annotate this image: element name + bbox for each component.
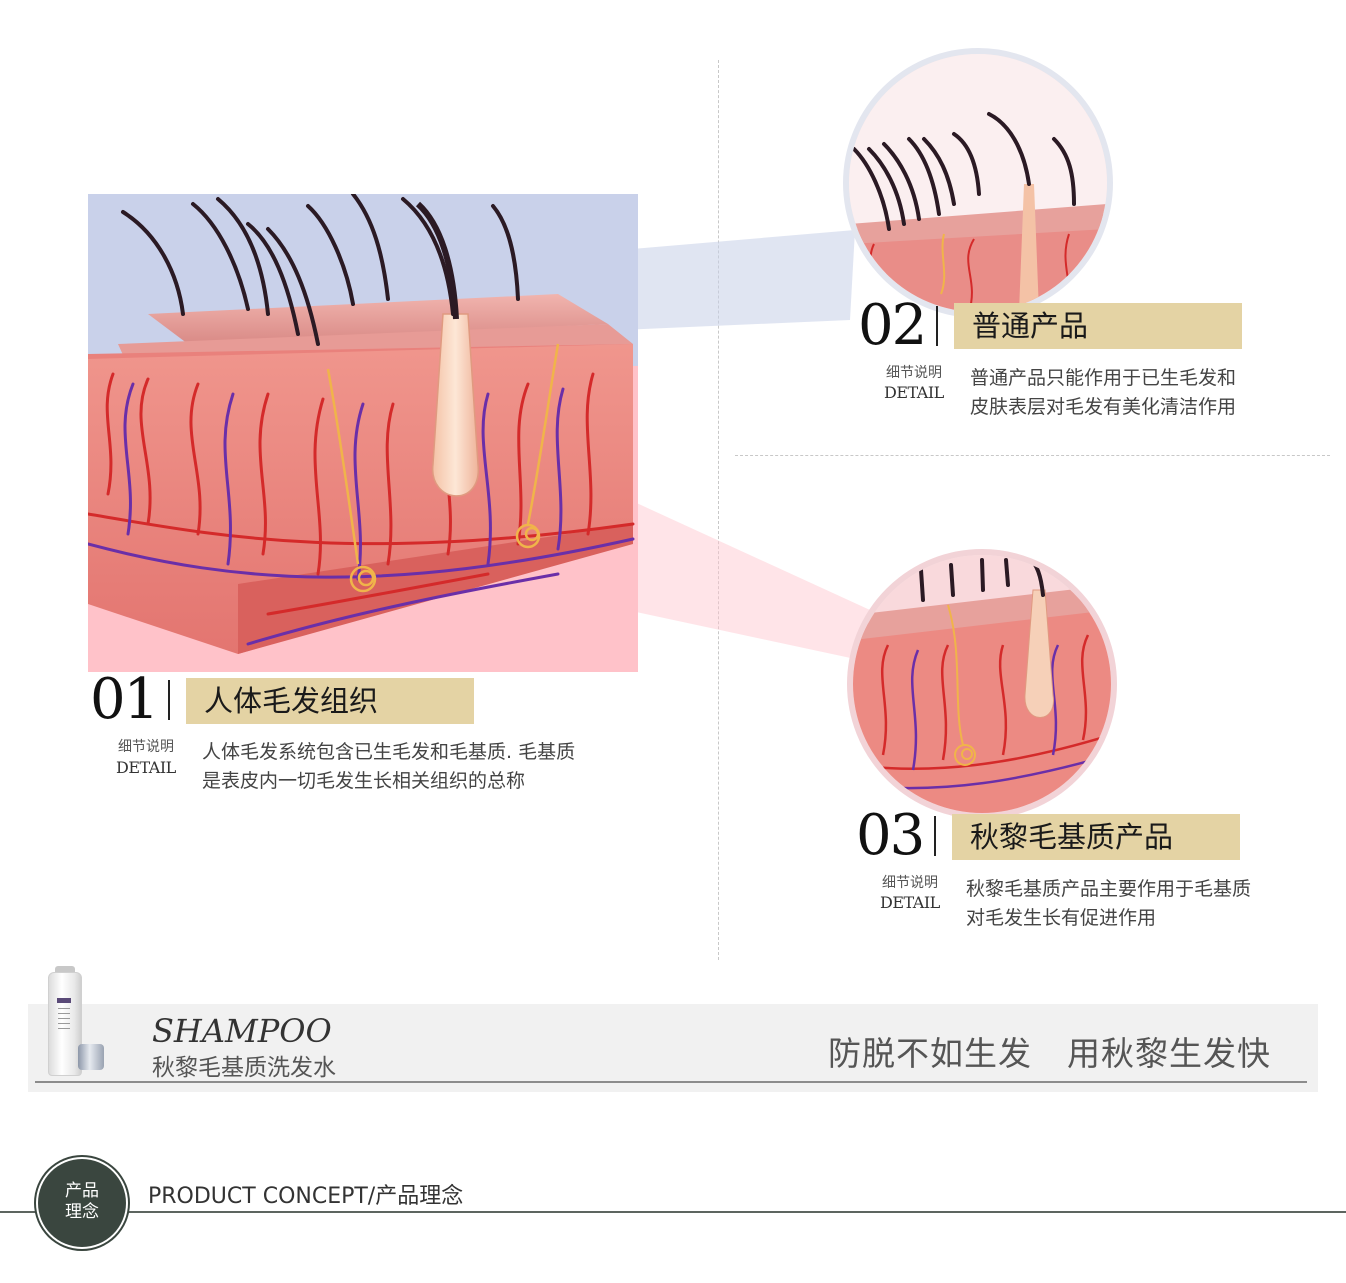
- concept-badge: [38, 1159, 126, 1247]
- section-description: 普通产品只能作用于已生毛发和 皮肤表层对毛发有美化清洁作用: [970, 364, 1236, 422]
- detail-label-en: DETAIL: [880, 893, 940, 912]
- banner-underline: [35, 1081, 1307, 1083]
- product-banner: [28, 1004, 1318, 1092]
- product-jar-icon: [78, 1044, 104, 1070]
- detail-label-en: DETAIL: [116, 758, 176, 777]
- section-number: 03: [856, 803, 925, 868]
- matrix-product-detail-circle: [847, 549, 1117, 819]
- bottle-cap-icon: [55, 966, 75, 976]
- badge-line: 理念: [65, 1202, 99, 1222]
- section-title: 人体毛发组织: [204, 684, 379, 718]
- concept-badge-text: 产品 理念: [38, 1181, 126, 1223]
- description-line: 对毛发生长有促进作用: [966, 907, 1157, 929]
- skin-cross-section-illustration: [88, 194, 638, 672]
- number-separator: [936, 306, 938, 346]
- section-description: 人体毛发系统包含已生毛发和毛基质. 毛基质 是表皮内一切毛发生长相关组织的总称: [202, 738, 575, 796]
- section-title-bar: 普通产品: [954, 303, 1242, 349]
- description-line: 秋黎毛基质产品主要作用于毛基质: [966, 878, 1252, 900]
- banner-title-en: SHAMPOO: [152, 1012, 332, 1050]
- description-line: 人体毛发系统包含已生毛发和毛基质. 毛基质: [202, 741, 576, 763]
- section-number: 02: [858, 293, 927, 358]
- description-line: 是表皮内一切毛发生长相关组织的总称: [202, 770, 526, 792]
- section-description: 秋黎毛基质产品主要作用于毛基质 对毛发生长有促进作用: [966, 875, 1251, 933]
- concept-divider: [0, 1211, 1346, 1213]
- banner-title-cn: 秋黎毛基质洗发水: [152, 1055, 336, 1081]
- bottle-label-icon: [57, 998, 71, 1003]
- bottle-text-icon: [58, 1008, 70, 1030]
- description-line: 皮肤表层对毛发有美化清洁作用: [970, 396, 1237, 418]
- section-number: 01: [90, 667, 159, 732]
- section-title-bar: 人体毛发组织: [186, 678, 474, 724]
- normal-product-detail-circle: [843, 48, 1113, 318]
- number-separator: [934, 816, 936, 856]
- banner-slogan: 防脱不如生发 用秋黎生发快: [828, 1034, 1271, 1073]
- badge-line: 产品: [65, 1181, 99, 1201]
- detail-label-en: DETAIL: [884, 383, 944, 402]
- section-title-bar: 秋黎毛基质产品: [952, 814, 1240, 860]
- number-separator: [168, 680, 170, 720]
- description-line: 普通产品只能作用于已生毛发和: [970, 367, 1237, 389]
- vertical-divider: [718, 60, 719, 960]
- horizontal-divider: [735, 455, 1330, 456]
- concept-heading: PRODUCT CONCEPT/产品理念: [148, 1184, 464, 1209]
- detail-label-cn: 细节说明: [118, 739, 174, 755]
- section-title: 普通产品: [972, 309, 1089, 343]
- detail-label-cn: 细节说明: [882, 875, 938, 891]
- detail-label-cn: 细节说明: [886, 365, 942, 381]
- section-title: 秋黎毛基质产品: [970, 820, 1174, 854]
- beam-to-normal-product: [620, 230, 855, 330]
